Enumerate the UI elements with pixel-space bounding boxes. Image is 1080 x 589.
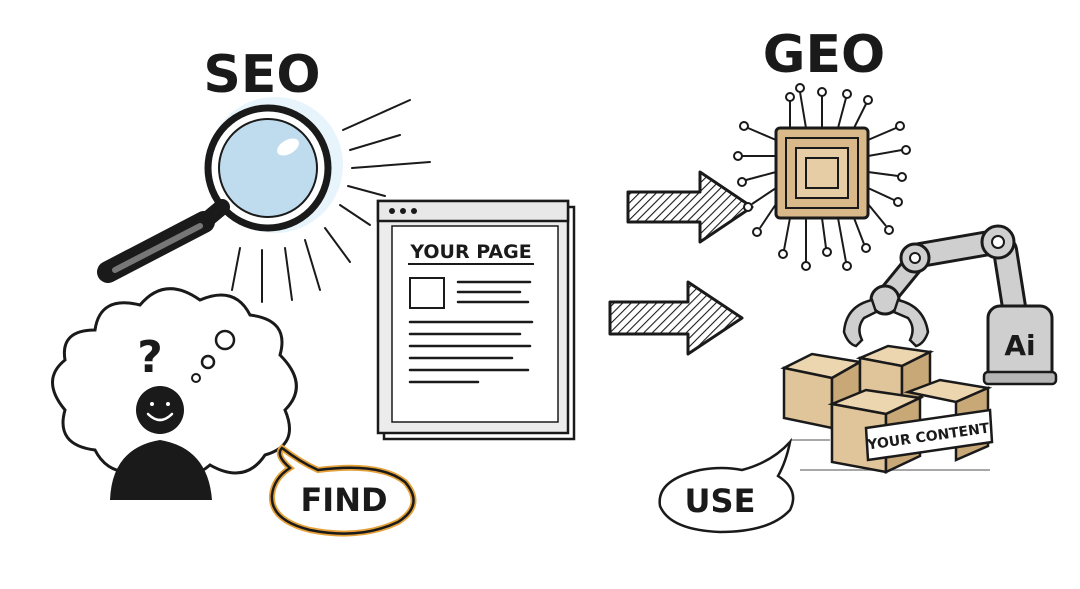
- ai-chip-icon: [733, 83, 911, 271]
- content-boxes-icon: [780, 344, 994, 474]
- arrow-to-chip-icon: [626, 170, 754, 244]
- magnifying-glass-icon: [97, 97, 431, 303]
- your-page-label: YOUR PAGE: [409, 241, 531, 263]
- use-label: USE: [685, 482, 756, 520]
- use-speech-bubble: [658, 437, 795, 534]
- find-label: FIND: [300, 481, 387, 519]
- person-icon: [110, 386, 212, 500]
- arrow-to-robot-icon: [608, 280, 744, 356]
- web-page-icon: [376, 199, 576, 441]
- question-mark: ?: [137, 332, 163, 383]
- seo-title: SEO: [203, 45, 320, 105]
- ai-label: Ai: [1004, 329, 1035, 362]
- thought-bubble: [51, 287, 298, 481]
- geo-title: GEO: [763, 25, 885, 85]
- find-speech-bubble: [268, 444, 417, 537]
- robot-arm-icon: [842, 224, 1058, 386]
